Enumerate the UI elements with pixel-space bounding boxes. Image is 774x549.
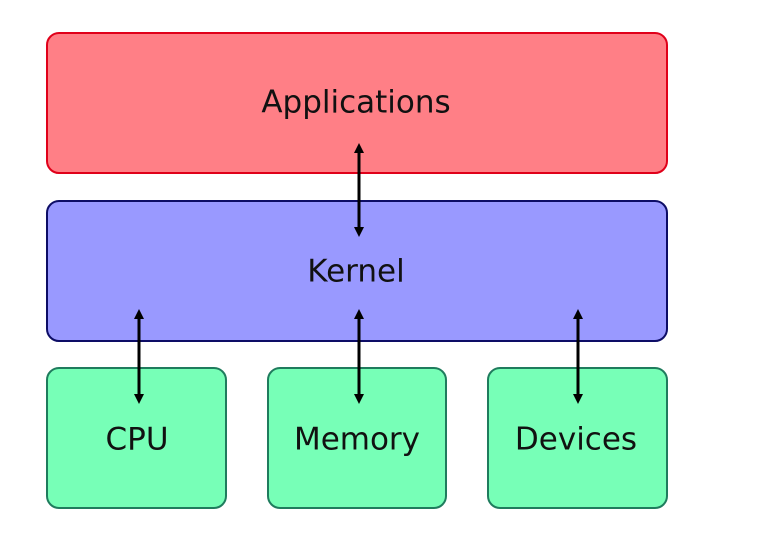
kernel-label: Kernel xyxy=(307,254,404,290)
devices-label: Devices xyxy=(515,422,637,458)
memory-label: Memory xyxy=(294,422,420,458)
memory-resource: Memory xyxy=(267,367,447,509)
cpu-resource: CPU xyxy=(46,367,227,509)
cpu-label: CPU xyxy=(105,422,168,458)
applications-layer: Applications xyxy=(46,32,668,174)
connection-arrows xyxy=(134,143,583,404)
applications-label: Applications xyxy=(261,85,450,121)
